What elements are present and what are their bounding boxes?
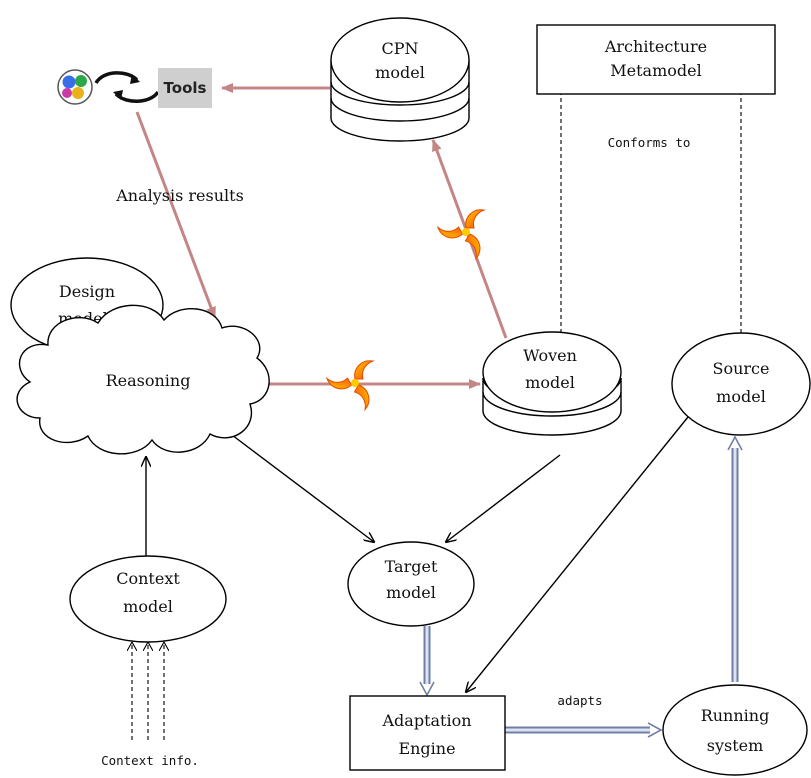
edge-running-to-source [727,435,743,682]
edge-tools-to-reasoning [135,111,217,319]
woven-model-node: Woven model [482,331,622,436]
context-model-label-2: model [123,597,173,616]
source-model-label-2: model [716,387,766,406]
adaptation-engine-node: Adaptation Engine [349,695,506,771]
adaptation-engine-label-1: Adaptation [381,711,471,730]
architecture-metamodel-label-2: Metamodel [610,61,701,80]
edge-woven-to-target [446,454,561,542]
cpn-model-label-1: CPN [381,39,418,58]
architecture-metamodel-label-1: Architecture [604,37,707,56]
source-model-node: Source model [671,332,811,436]
reasoning-cloud-node: Reasoning [16,304,270,455]
woven-model-label-2: model [525,373,575,392]
cpn-model-node: CPN model [330,17,470,142]
target-model-label-1: Target [385,557,438,576]
edge-target-to-engine [419,626,435,697]
edge-engine-to-running [505,722,663,738]
woven-model-label-1: Woven [523,346,577,365]
cpn-model-label-2: model [375,63,425,82]
analysis-results-label: Analysis results [115,186,244,205]
circular-arrows-icon [94,71,160,103]
context-info-label: Context info. [101,753,199,768]
running-system-label-1: Running [701,706,770,725]
target-model-label-2: model [386,583,436,602]
context-model-node: Context model [69,555,227,643]
architecture-metamodel-node: Architecture Metamodel [536,24,776,95]
adaptation-engine-label-2: Engine [398,739,455,758]
tools-label: Tools [164,79,207,97]
conforms-to-label: Conforms to [608,135,691,150]
cpn-tools-logo-icon [57,69,93,105]
running-system-label-2: system [707,736,764,755]
edge-source-to-engine [466,416,689,692]
reasoning-label: Reasoning [106,371,191,390]
target-model-node: Target model [347,541,475,627]
running-system-node: Running system [662,684,808,776]
adapts-label: adapts [557,693,602,708]
tools-box [158,68,212,108]
design-models-label-1: Design [59,282,115,301]
edge-reasoning-to-target [231,434,374,542]
cpn-tools-node: Tools [57,68,212,108]
source-model-label-1: Source [713,359,770,378]
context-model-label-1: Context [116,569,180,588]
